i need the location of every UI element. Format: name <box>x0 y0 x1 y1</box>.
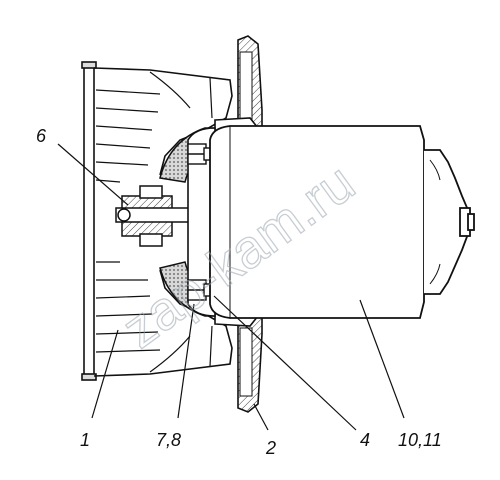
label-part-1: 1 <box>80 430 90 450</box>
leader-7-8 <box>177 303 195 419</box>
leader-6 <box>57 143 129 206</box>
leader-lines <box>57 143 405 431</box>
impeller-end-disc <box>83 65 95 379</box>
leader-10-11 <box>359 299 405 419</box>
leader-4 <box>213 295 357 431</box>
label-part-7-8: 7,8 <box>156 430 181 450</box>
leader-2 <box>253 403 269 431</box>
label-part-6: 6 <box>36 126 47 146</box>
label-part-10-11: 10,11 <box>398 430 442 450</box>
electric-motor <box>209 125 475 319</box>
label-part-2: 2 <box>265 438 276 458</box>
label-part-4: 4 <box>360 430 370 450</box>
impeller-blades <box>95 71 213 373</box>
fan-impeller <box>81 61 233 381</box>
leader-1 <box>91 329 119 419</box>
